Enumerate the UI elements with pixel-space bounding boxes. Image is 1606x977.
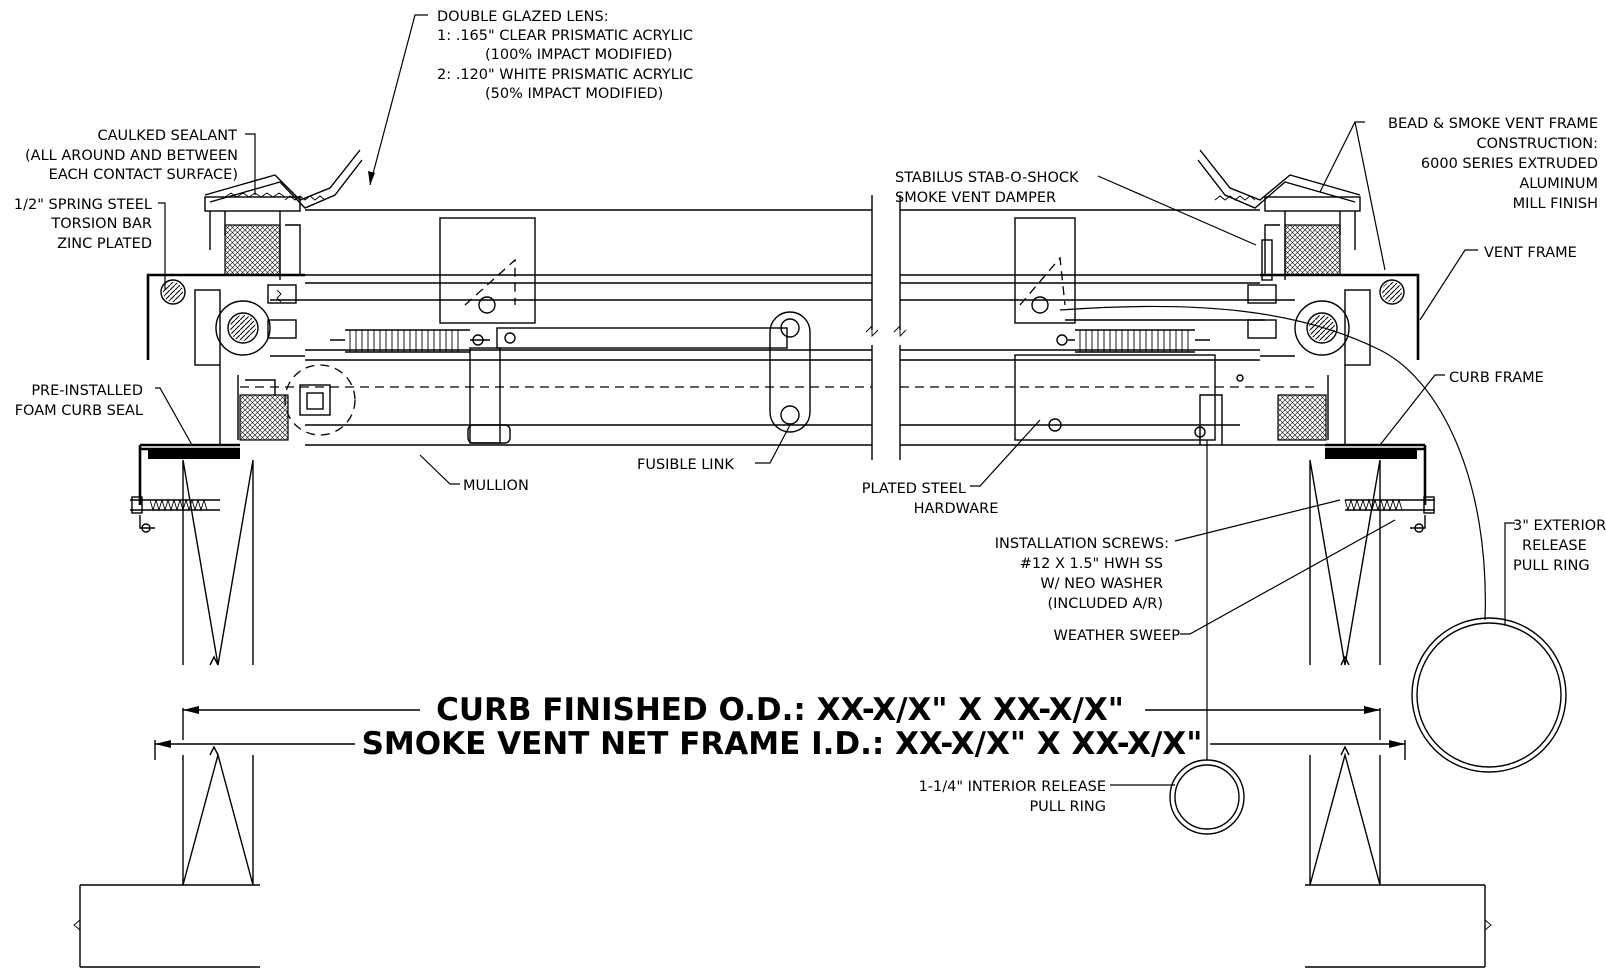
int-ring-label-2: PULL RING [1029,799,1106,815]
screws-label-1: INSTALLATION SCREWS: [995,536,1169,552]
ext-ring-label-1: 3" EXTERIOR [1513,518,1606,534]
lens-2b-label: (50% IMPACT MODIFIED) [485,86,663,102]
damper-label-1: STABILUS STAB-O-SHOCK [895,170,1079,186]
lens-1b-label: (100% IMPACT MODIFIED) [485,47,673,63]
vent-frame-label: VENT FRAME [1484,245,1577,261]
ext-ring-label-2: RELEASE [1522,538,1587,554]
hardware-label-2: HARDWARE [914,501,999,517]
foam-label-2: FOAM CURB SEAL [15,403,143,419]
curb-od-dimension: CURB FINISHED O.D.: XX-X/X" X XX-X/X" [436,692,1124,728]
bead-label-3: 6000 SERIES EXTRUDED [1421,156,1598,172]
weather-sweep-label: WEATHER SWEEP [1053,628,1180,644]
vent-id-dimension: SMOKE VENT NET FRAME I.D.: XX-X/X" X XX-… [362,726,1203,762]
right-assembly [1197,149,1492,968]
torsion-label-2: TORSION BAR [50,216,152,232]
mullion-assembly [240,195,1330,460]
mullion-label: MULLION [463,478,529,494]
curb-frame-label: CURB FRAME [1449,370,1544,386]
screws-label-4: (INCLUDED A/R) [1047,596,1163,612]
fusible-link-label: FUSIBLE LINK [637,457,734,473]
damper-label-2: SMOKE VENT DAMPER [895,190,1056,206]
bead-label-4: ALUMINUM [1519,176,1598,192]
torsion-label-3: ZINC PLATED [57,236,152,252]
pull-rings [1059,305,1567,835]
dimension-lines [154,706,1406,760]
lens-2-label: 2: .120" WHITE PRISMATIC ACRYLIC [437,67,693,83]
foam-label-1: PRE-INSTALLED [31,383,143,399]
sealant-label-2: (ALL AROUND AND BETWEEN [25,148,238,164]
int-ring-label-1: 1-1/4" INTERIOR RELEASE [919,779,1106,795]
leader-lines [155,14,1515,786]
lens-1-label: 1: .165" CLEAR PRISMATIC ACRYLIC [437,28,693,44]
dimension-labels: CURB FINISHED O.D.: XX-X/X" X XX-X/X" SM… [362,692,1203,762]
ext-ring-label-3: PULL RING [1513,558,1590,574]
left-assembly [73,149,363,968]
lens-title-label: DOUBLE GLAZED LENS: [437,9,609,25]
sealant-label-3: EACH CONTACT SURFACE) [49,167,238,183]
bead-label-1: BEAD & SMOKE VENT FRAME [1388,116,1598,132]
bead-label-2: CONSTRUCTION: [1476,136,1598,152]
screws-label-2: #12 X 1.5" HWH SS [1020,556,1163,572]
sealant-label-1: CAULKED SEALANT [98,128,238,144]
screws-label-3: W/ NEO WASHER [1040,576,1163,592]
hardware-label-1: PLATED STEEL [862,481,966,497]
torsion-label-1: 1/2" SPRING STEEL [14,197,152,213]
callout-labels: DOUBLE GLAZED LENS: 1: .165" CLEAR PRISM… [14,9,1606,815]
bead-label-5: MILL FINISH [1513,196,1598,212]
